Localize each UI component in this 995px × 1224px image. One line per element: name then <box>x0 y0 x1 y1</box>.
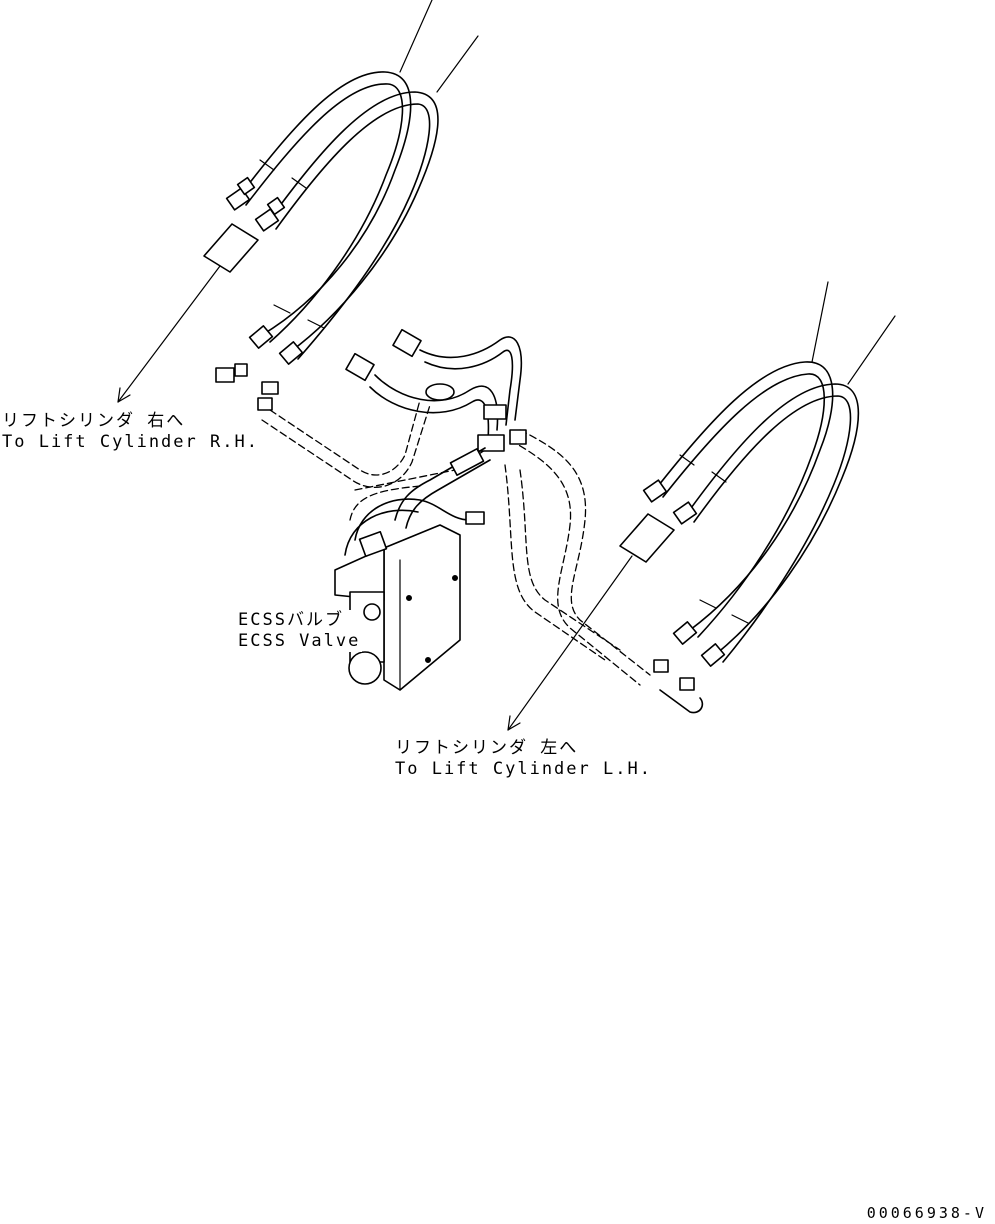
label-ecss-jp: ECSSバルブ <box>238 610 344 630</box>
label-rh-jp: リフトシリンダ 右へ <box>2 411 186 431</box>
central-tubes <box>261 328 651 686</box>
label-ecss-valve: ECSSバルブ ECSS Valve <box>238 610 363 652</box>
label-lh-en: To Lift Cylinder L.H. <box>395 759 652 779</box>
lh-hose-assembly <box>619 281 896 714</box>
rh-hose-assembly <box>203 0 479 411</box>
rh-leader-arrow <box>117 265 221 403</box>
label-to-lift-cylinder-rh: リフトシリンダ 右へ To Lift Cylinder R.H. <box>2 411 259 453</box>
drawing-number: 00066938-V <box>866 1204 987 1222</box>
lh-leader-arrow <box>507 555 633 731</box>
label-rh-en: To Lift Cylinder R.H. <box>2 432 259 452</box>
label-ecss-en: ECSS Valve <box>238 631 361 651</box>
label-lh-jp: リフトシリンダ 左へ <box>395 738 579 758</box>
label-to-lift-cylinder-lh: リフトシリンダ 左へ To Lift Cylinder L.H. <box>395 738 652 780</box>
